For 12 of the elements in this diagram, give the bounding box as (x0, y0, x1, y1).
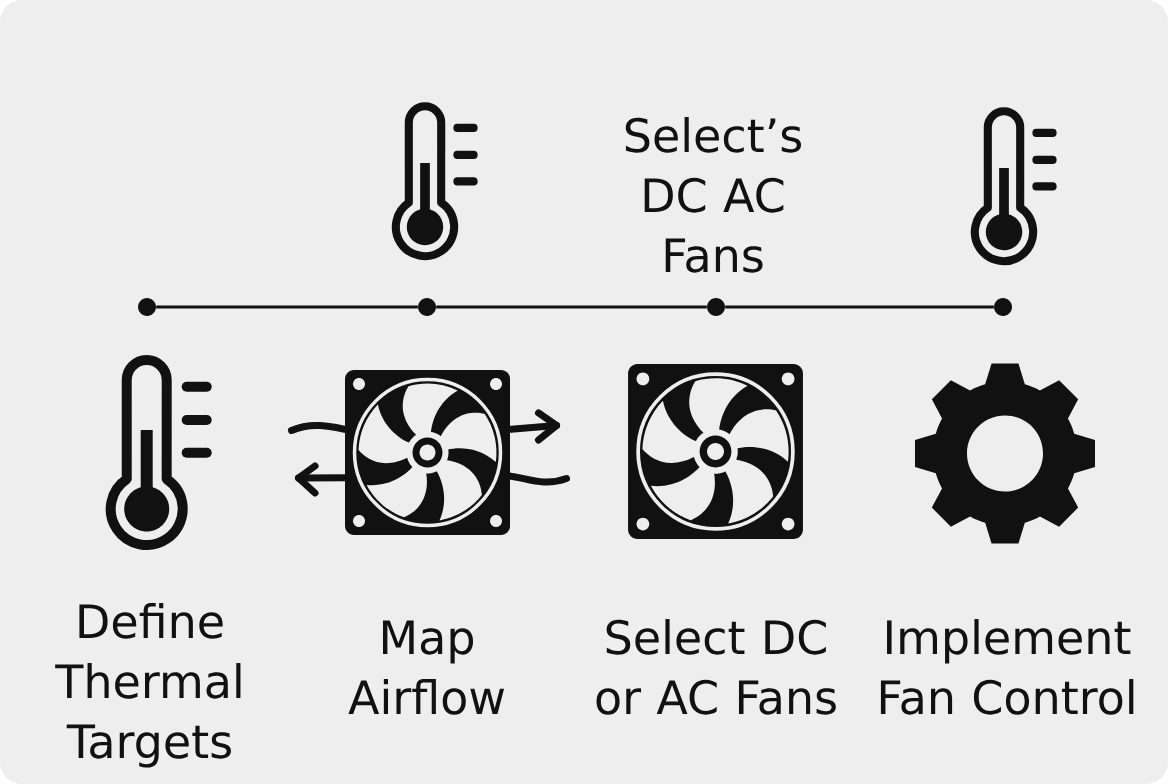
connector-line (725, 305, 994, 309)
step-label: Select DC or AC Fans (596, 619, 836, 715)
timeline-dot (418, 298, 436, 316)
step-label: Implement Fan Control (880, 619, 1134, 715)
step-label: Define Thermal Targets (55, 603, 241, 768)
step-label: Map Airflow (348, 620, 505, 715)
timeline-dot (994, 298, 1012, 316)
connector-line (156, 305, 418, 309)
timeline-dot (138, 298, 156, 316)
caption-text: Select’s DC AC Fans (625, 117, 801, 273)
timeline-dot (707, 298, 725, 316)
connector-line (436, 305, 707, 309)
